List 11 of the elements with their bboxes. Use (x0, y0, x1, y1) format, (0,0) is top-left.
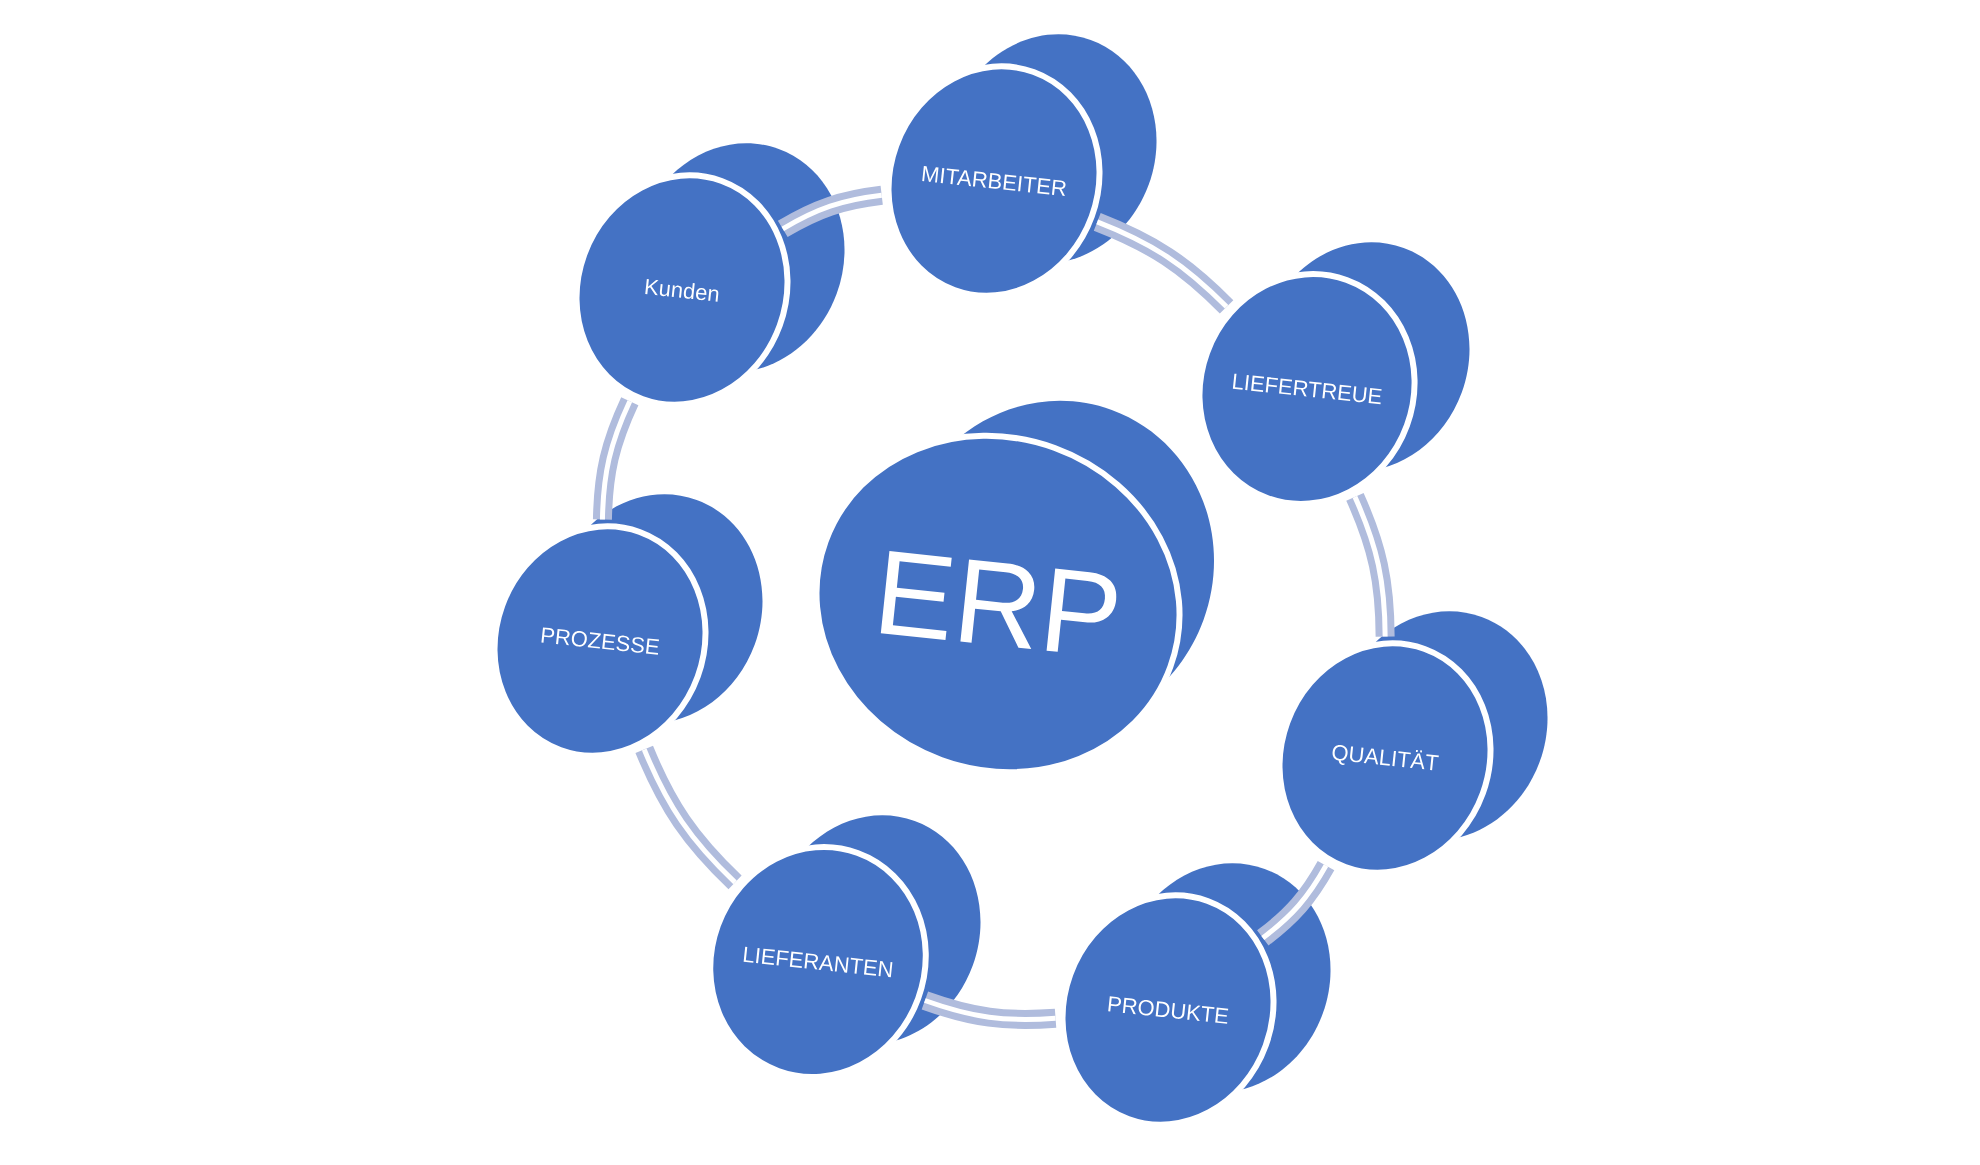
disc-node: PRODUKTE (1059, 863, 1331, 1128)
connector-band (1257, 860, 1335, 946)
connector-band (921, 991, 1057, 1029)
connector-band (592, 397, 639, 520)
connector-band (1093, 213, 1234, 314)
disc-node: MITARBEITER (885, 34, 1157, 299)
connector-band (778, 185, 883, 238)
disc-node: PROZESSE (491, 494, 763, 759)
connector-band (635, 745, 742, 890)
disc-node: LIEFERANTEN (707, 815, 981, 1080)
connector-band (1346, 493, 1395, 637)
